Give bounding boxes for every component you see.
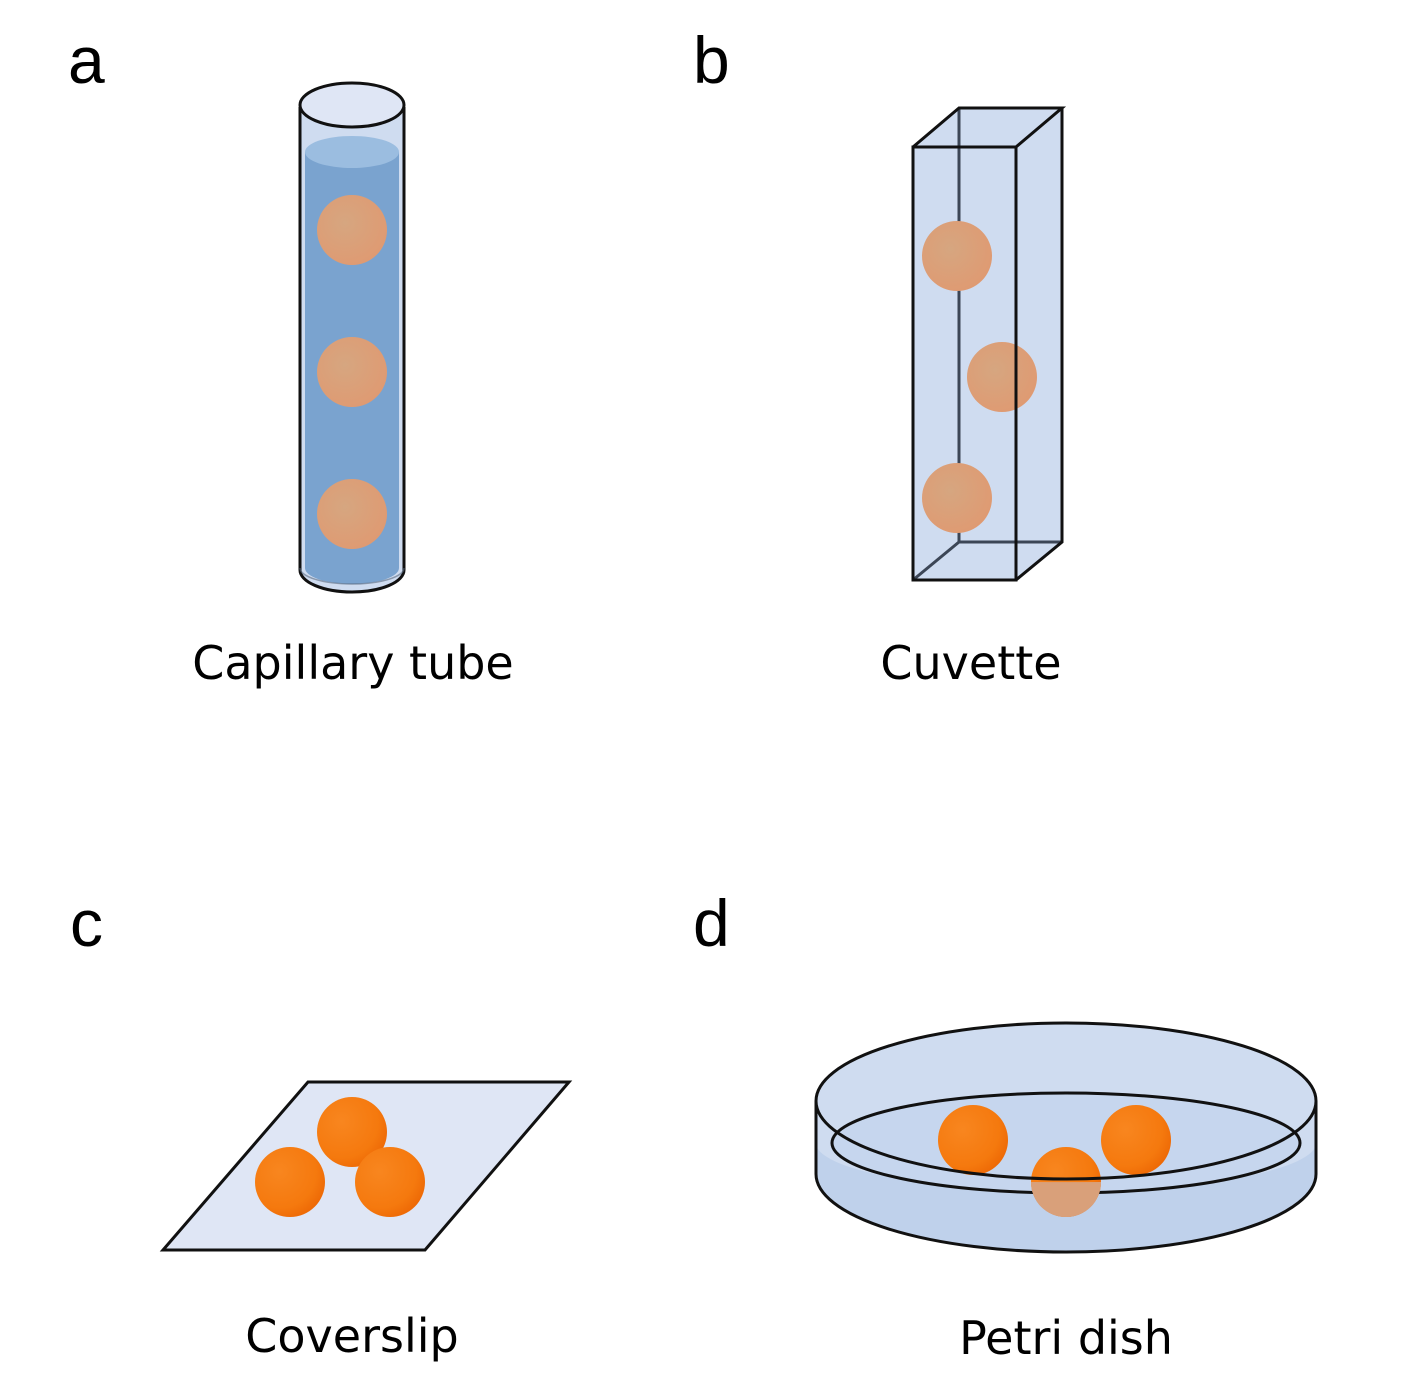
cell xyxy=(1101,1105,1171,1175)
cell xyxy=(317,479,387,549)
cell xyxy=(355,1147,425,1217)
panel-c: c Coverslip xyxy=(70,886,573,1363)
cuvette xyxy=(911,106,1067,582)
caption-petri-dish: Petri dish xyxy=(959,1311,1173,1365)
cell xyxy=(317,1097,387,1167)
cell xyxy=(255,1147,325,1217)
caption-capillary-tube: Capillary tube xyxy=(192,636,513,690)
cell xyxy=(967,342,1037,412)
caption-coverslip: Coverslip xyxy=(245,1309,458,1363)
panel-b: b Cuvette xyxy=(693,23,1067,690)
caption-cuvette: Cuvette xyxy=(880,636,1061,690)
capillary-liquid-surface xyxy=(305,136,399,168)
panel-a: a Capillary tube xyxy=(68,23,514,690)
capillary-tube xyxy=(298,81,406,594)
panel-d-letter: d xyxy=(693,886,730,960)
petri-dish xyxy=(814,1021,1318,1254)
cell xyxy=(938,1105,1008,1175)
cell xyxy=(317,337,387,407)
panel-c-letter: c xyxy=(70,886,103,960)
capillary-opening xyxy=(298,81,406,129)
panel-d: d Petri dish xyxy=(693,886,1318,1365)
cell xyxy=(922,221,992,291)
panel-a-letter: a xyxy=(68,23,105,97)
coverslip xyxy=(159,1080,573,1252)
cell xyxy=(922,463,992,533)
panel-b-letter: b xyxy=(693,23,730,97)
cell xyxy=(317,195,387,265)
